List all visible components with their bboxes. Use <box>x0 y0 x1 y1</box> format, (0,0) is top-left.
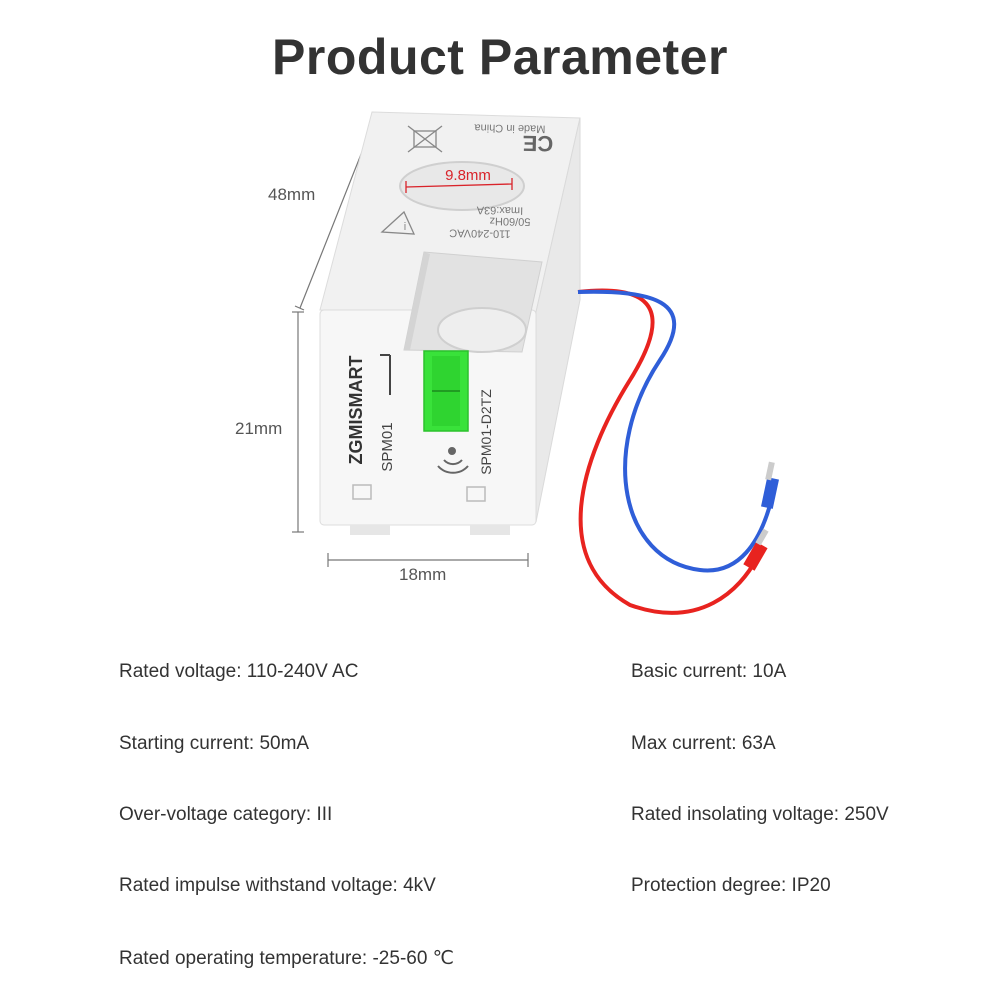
ct-hole-front-icon <box>437 307 527 353</box>
weee-bin-icon <box>413 130 437 148</box>
hole-dimension-line <box>405 183 513 188</box>
brand-logo: ZGMISMART <box>346 356 366 465</box>
svg-text:i: i <box>404 221 406 233</box>
spec-insulating-voltage: Rated insolating voltage: 250V <box>631 804 889 825</box>
spec-starting-current: Starting current: 50mA <box>119 733 310 754</box>
model-side-label: SPM01-D2TZ <box>478 389 494 475</box>
ce-mark: CE <box>522 131 553 157</box>
page-title: Product Parameter <box>272 29 728 85</box>
spec-overvoltage-category: Over-voltage category: III <box>119 804 333 825</box>
spec-protection-degree: Protection degree: IP20 <box>631 875 831 896</box>
spec-impulse-voltage: Rated impulse withstand voltage: 4kV <box>119 875 436 896</box>
rating-line-3: Imax:63A <box>476 204 523 217</box>
terminal-red <box>743 541 768 571</box>
device-foot-left <box>350 525 390 535</box>
spec-max-current: Max current: 63A <box>631 733 776 754</box>
made-in-label: Made in China <box>474 121 546 134</box>
spec-basic-current: Basic current: 10A <box>631 661 787 682</box>
wire-red <box>577 288 759 615</box>
wire-blue <box>577 289 772 573</box>
hole-dimension-label: 9.8mm <box>445 167 491 184</box>
spec-rated-voltage: Rated voltage: 110-240V AC <box>119 661 359 682</box>
rating-line-1: 110-240VAC <box>449 226 511 239</box>
device-foot-right <box>470 525 510 535</box>
rating-line-2: 50/60Hz <box>489 215 530 228</box>
terminal-blue <box>761 477 779 509</box>
wireless-signal-icon <box>437 447 469 474</box>
height-dimension-label: 48mm <box>268 185 316 204</box>
depth-dimension-label: 21mm <box>235 419 283 438</box>
product-figure: i 9.8mm Made in China CE 110-240VAC 50/6… <box>235 111 779 615</box>
warning-triangle-icon <box>380 210 416 235</box>
product-illustration: i 9.8mm Made in China CE 110-240VAC 50/6… <box>292 111 779 615</box>
model-front-label: SPM01 <box>379 422 396 471</box>
width-dimension-label: 18mm <box>399 565 447 584</box>
spec-operating-temperature: Rated operating temperature: -25-60 ℃ <box>119 948 455 969</box>
